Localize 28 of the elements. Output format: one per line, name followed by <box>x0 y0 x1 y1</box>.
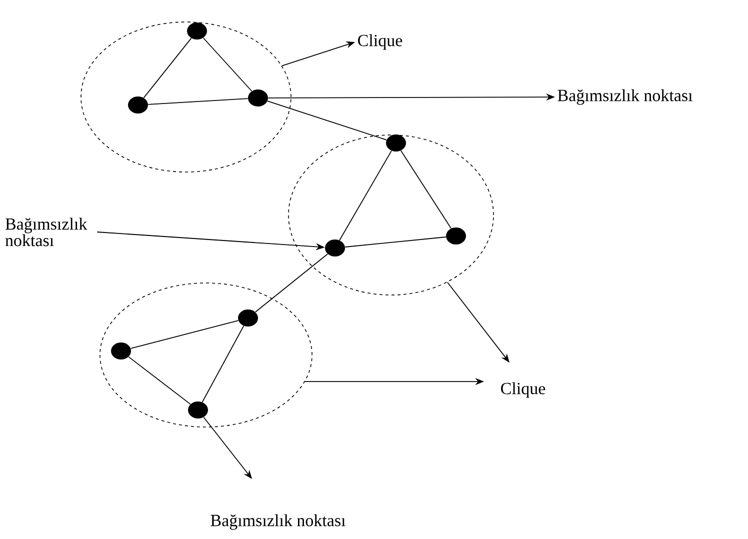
graph-edge <box>344 236 446 248</box>
graph-edge <box>130 320 239 349</box>
graph-vertex <box>386 134 406 152</box>
graph-edge <box>143 38 192 98</box>
graph-vertex <box>238 310 258 326</box>
graph-vertex <box>188 402 208 418</box>
graph-edge <box>267 100 387 140</box>
graph-vertex <box>446 228 466 244</box>
graph-edge <box>339 150 392 241</box>
graph-vertex <box>128 96 148 114</box>
callout-label: Bağımsızlık noktası <box>5 218 88 246</box>
callout-label: Bağımsızlık noktası <box>558 89 692 105</box>
clique-ellipse <box>100 282 312 428</box>
clique-ellipse <box>80 22 292 172</box>
graph-edge <box>148 98 248 105</box>
graph-edge <box>202 325 244 403</box>
graph-vertex <box>325 240 345 256</box>
callout-label: Clique <box>501 382 546 398</box>
graph-edge <box>254 254 328 312</box>
callout-label: Bağımsızlık noktası <box>210 514 346 530</box>
graph-edge <box>202 37 252 92</box>
graph-vertex <box>248 90 268 106</box>
graph-vertex <box>187 22 207 40</box>
graph-edge <box>400 150 452 229</box>
graph-edge <box>128 356 191 405</box>
clique-ellipse <box>288 134 494 296</box>
callout-label: Clique <box>358 34 402 50</box>
graph-vertex <box>111 342 131 360</box>
